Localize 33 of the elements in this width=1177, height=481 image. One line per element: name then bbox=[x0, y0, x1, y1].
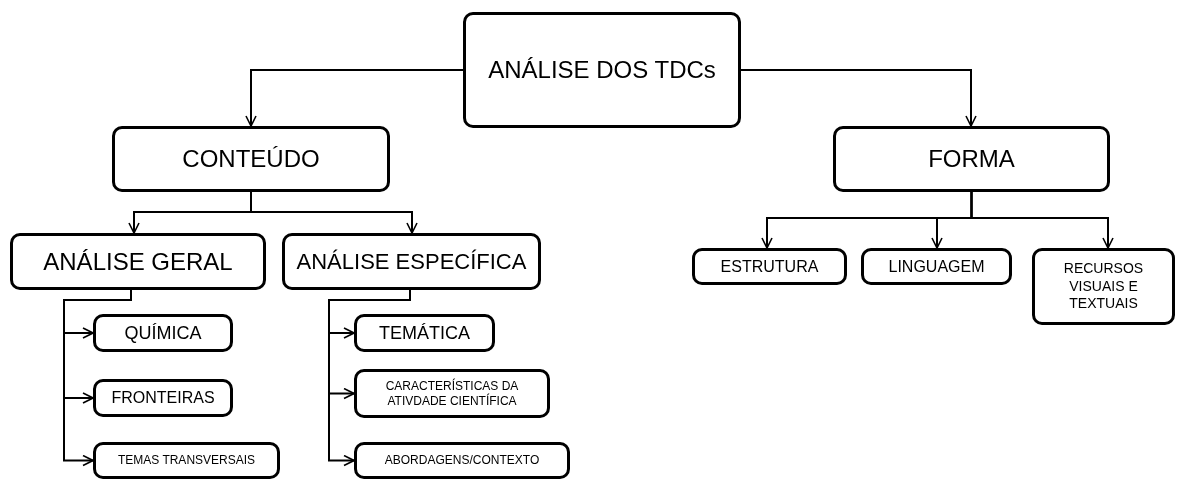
node-label: RECURSOS VISUAIS E TEXTUAIS bbox=[1062, 260, 1145, 313]
node-label: CONTEÚDO bbox=[182, 144, 320, 174]
node-label: LINGUAGEM bbox=[888, 256, 985, 277]
arrow bbox=[245, 69, 464, 127]
rounded-box bbox=[93, 442, 280, 479]
rounded-box bbox=[833, 126, 1110, 192]
rounded-box bbox=[354, 369, 550, 418]
node-label: ANÁLISE GERAL bbox=[43, 246, 233, 277]
node-label: TEMAS TRANSVERSAIS bbox=[117, 453, 256, 468]
rounded-box bbox=[861, 248, 1012, 285]
rounded-box bbox=[93, 314, 233, 352]
node-label: ANÁLISE ESPECÍFICA bbox=[296, 247, 527, 276]
arrow bbox=[328, 289, 411, 467]
rounded-box bbox=[692, 248, 847, 285]
arrow bbox=[970, 191, 1114, 249]
node-label: TEMÁTICA bbox=[379, 321, 470, 345]
rounded-box bbox=[463, 12, 741, 128]
rounded-box bbox=[354, 442, 570, 479]
arrow bbox=[740, 69, 977, 127]
node-label: ANÁLISE DOS TDCs bbox=[488, 55, 716, 85]
node-label: CARACTERÍSTICAS DA ATIVDADE CIENTÍFICA bbox=[384, 378, 520, 409]
rounded-box bbox=[1032, 248, 1175, 325]
rounded-box bbox=[10, 233, 266, 290]
node-label: QUÍMICA bbox=[124, 321, 202, 345]
node-label: ABORDAGENS/CONTEXTO bbox=[384, 453, 540, 468]
rounded-box bbox=[282, 233, 541, 290]
node-label: FORMA bbox=[928, 144, 1015, 174]
node-label: ESTRUTURA bbox=[720, 256, 819, 277]
rounded-box bbox=[93, 379, 233, 417]
rounded-box bbox=[112, 126, 390, 192]
rounded-box bbox=[354, 314, 495, 352]
arrow bbox=[63, 289, 132, 467]
node-label: FRONTEIRAS bbox=[111, 388, 215, 408]
